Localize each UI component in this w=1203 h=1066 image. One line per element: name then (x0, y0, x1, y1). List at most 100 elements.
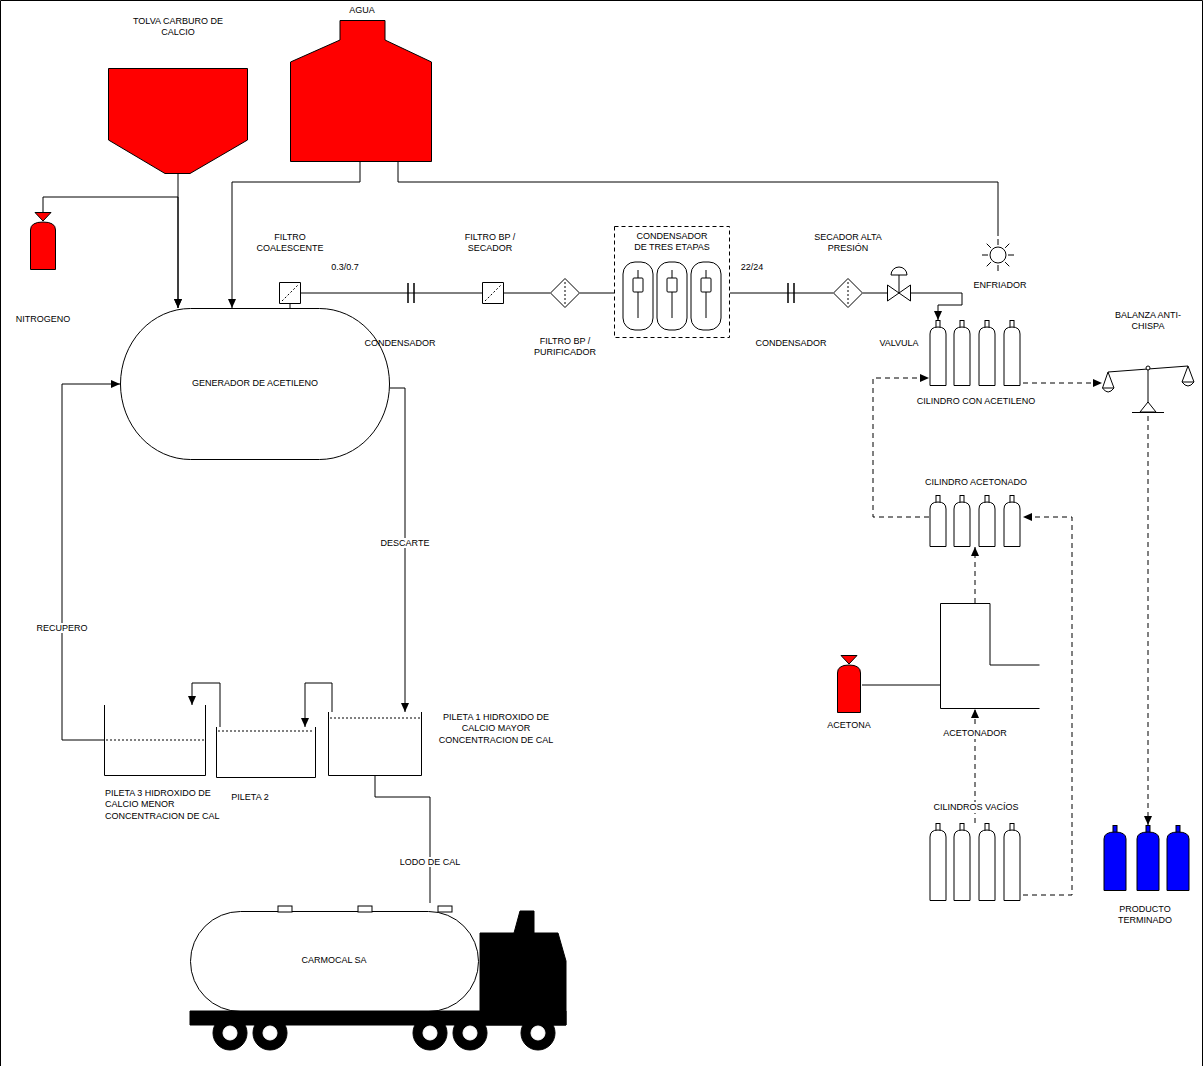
gas-bottle-symbol (29, 212, 57, 270)
settling-pool-outline (106, 740, 204, 741)
tank-truck-outline (480, 911, 566, 1025)
cylinder-group-outline (954, 502, 970, 547)
cooler-symbol-outline (998, 265, 999, 271)
node-label: CILINDRO CON ACETILENO (901, 396, 1051, 407)
cylinder-group-symbol (929, 823, 1023, 901)
tank-truck-outline (253, 1016, 287, 1050)
connector-line (290, 304, 291, 308)
settling-pool-outline (329, 712, 422, 776)
handling-flow (1023, 379, 1102, 387)
hopper-tank-symbol (108, 68, 248, 174)
cylinder-group: PRODUCTO TERMINADO (1100, 825, 1190, 891)
cooler-symbol-outline (1005, 244, 1009, 248)
condenser-group-outline (667, 278, 677, 292)
cylinder-group-outline (930, 327, 946, 386)
scale-symbol-outline (1140, 402, 1156, 412)
hopper-tank: TOLVA CARBURO DE CALCIO (108, 68, 248, 174)
tank-truck-outline (213, 1016, 247, 1050)
dryer-diamond-outline (848, 282, 849, 304)
connector-line (911, 293, 962, 320)
water-tank-symbol (290, 20, 432, 162)
node-label: CILINDRO ACETONADO (901, 477, 1051, 488)
cooler-symbol-outline (987, 244, 991, 248)
arrow-head (971, 547, 979, 556)
cylinder-group-symbol (1100, 825, 1190, 891)
arrow-head (174, 299, 182, 308)
tank-truck-outline (531, 1026, 545, 1040)
cylinder-group-outline (985, 496, 989, 503)
cylinder-group-symbol (929, 495, 1023, 547)
cooler-symbol-outline (1008, 255, 1014, 256)
pipe-line (290, 304, 291, 308)
node-label: ACETONADOR (935, 728, 1015, 739)
cylinder-group-outline (985, 321, 989, 328)
cylinder-group-symbol (929, 320, 1023, 386)
generator-vessel: GENERADOR DE ACETILENO (120, 308, 390, 460)
tank-truck-outline (463, 1026, 477, 1040)
edge-label: LODO DE CAL (398, 857, 463, 868)
condenser-group-outline (701, 278, 711, 292)
node-label: GENERADOR DE ACETILENO (155, 378, 355, 389)
filter-box-symbol (482, 282, 504, 304)
node-label: AGUA (332, 5, 392, 16)
cylinder-group-outline (960, 321, 964, 328)
acetone-filler-symbol (940, 603, 1040, 709)
node-label: PILETA 1 HIDROXIDO DE CALCIO MAYOR CONCE… (429, 712, 564, 746)
pipe-line (188, 683, 220, 727)
pipe-line (228, 162, 360, 308)
cooler-symbol-outline (998, 239, 999, 245)
arrow-head (1093, 379, 1102, 387)
node-label: PRODUCTO TERMINADO (1100, 904, 1190, 927)
scale-symbol-outline (1103, 372, 1115, 388)
node-label: SECADOR ALTA PRESIÓN (814, 232, 883, 255)
water-tank: AGUA (290, 20, 432, 162)
filter-box: FILTRO BP / SECADOR (482, 282, 504, 304)
arrow-head (920, 374, 929, 382)
gas-bottle-outline (31, 222, 56, 270)
connector-line (232, 162, 360, 308)
cylinder-group-outline (1010, 496, 1014, 503)
cylinder-group-outline (954, 830, 970, 901)
node-label: TOLVA CARBURO DE CALCIO (122, 16, 234, 39)
settling-pool: PILETA 2 (216, 727, 316, 778)
connector-line (1023, 383, 1102, 384)
node-label: VALVULA (869, 338, 929, 349)
node-label: NITROGENO (3, 314, 83, 325)
scale-symbol-symbol (1102, 356, 1198, 416)
water-tank-outline (291, 21, 432, 162)
cylinder-group-outline (1010, 824, 1014, 831)
filter-box-outline (282, 285, 298, 301)
cylinder-group-outline (936, 496, 940, 503)
pipe-line (580, 293, 614, 294)
arrow-head (111, 380, 120, 388)
cylinder-group-outline (930, 502, 946, 547)
cylinder-group-outline (936, 321, 940, 328)
acetone-filler-outline (941, 604, 1040, 709)
node-label: ENFRIADOR (967, 280, 1033, 291)
cylinder-group-outline (979, 327, 995, 386)
gas-bottle-outline (838, 665, 861, 713)
gas-bottle-outline (841, 656, 857, 665)
settling-pool-outline (105, 705, 206, 776)
cylinder-group-outline (979, 830, 995, 901)
tank-truck-outline (423, 1026, 437, 1040)
node-label: CARMOCAL SA (259, 955, 409, 966)
cooler-symbol-symbol (980, 236, 1016, 274)
gas-bottle: NITROGENO (29, 212, 57, 270)
filter-diamond-outline (551, 279, 580, 308)
filter-box-outline (485, 285, 501, 301)
tank-truck: CARMOCAL SA (188, 903, 568, 1058)
connector-line (580, 293, 614, 294)
valve-symbol-outline (891, 267, 907, 275)
settling-pool-symbol (328, 712, 422, 776)
cylinder-group-outline (1146, 826, 1150, 833)
valve-symbol-symbol (887, 266, 911, 304)
connector-line (504, 293, 550, 294)
node-label: CONDENSADOR DE TRES ETAPAS (631, 231, 713, 254)
filter-box-outline (280, 283, 301, 304)
edge-label: RECUPERO (34, 623, 89, 634)
tank-truck-outline (453, 1016, 487, 1050)
cylinder-group: CILINDRO ACETONADO (929, 495, 1023, 547)
pipe-line (390, 388, 409, 712)
